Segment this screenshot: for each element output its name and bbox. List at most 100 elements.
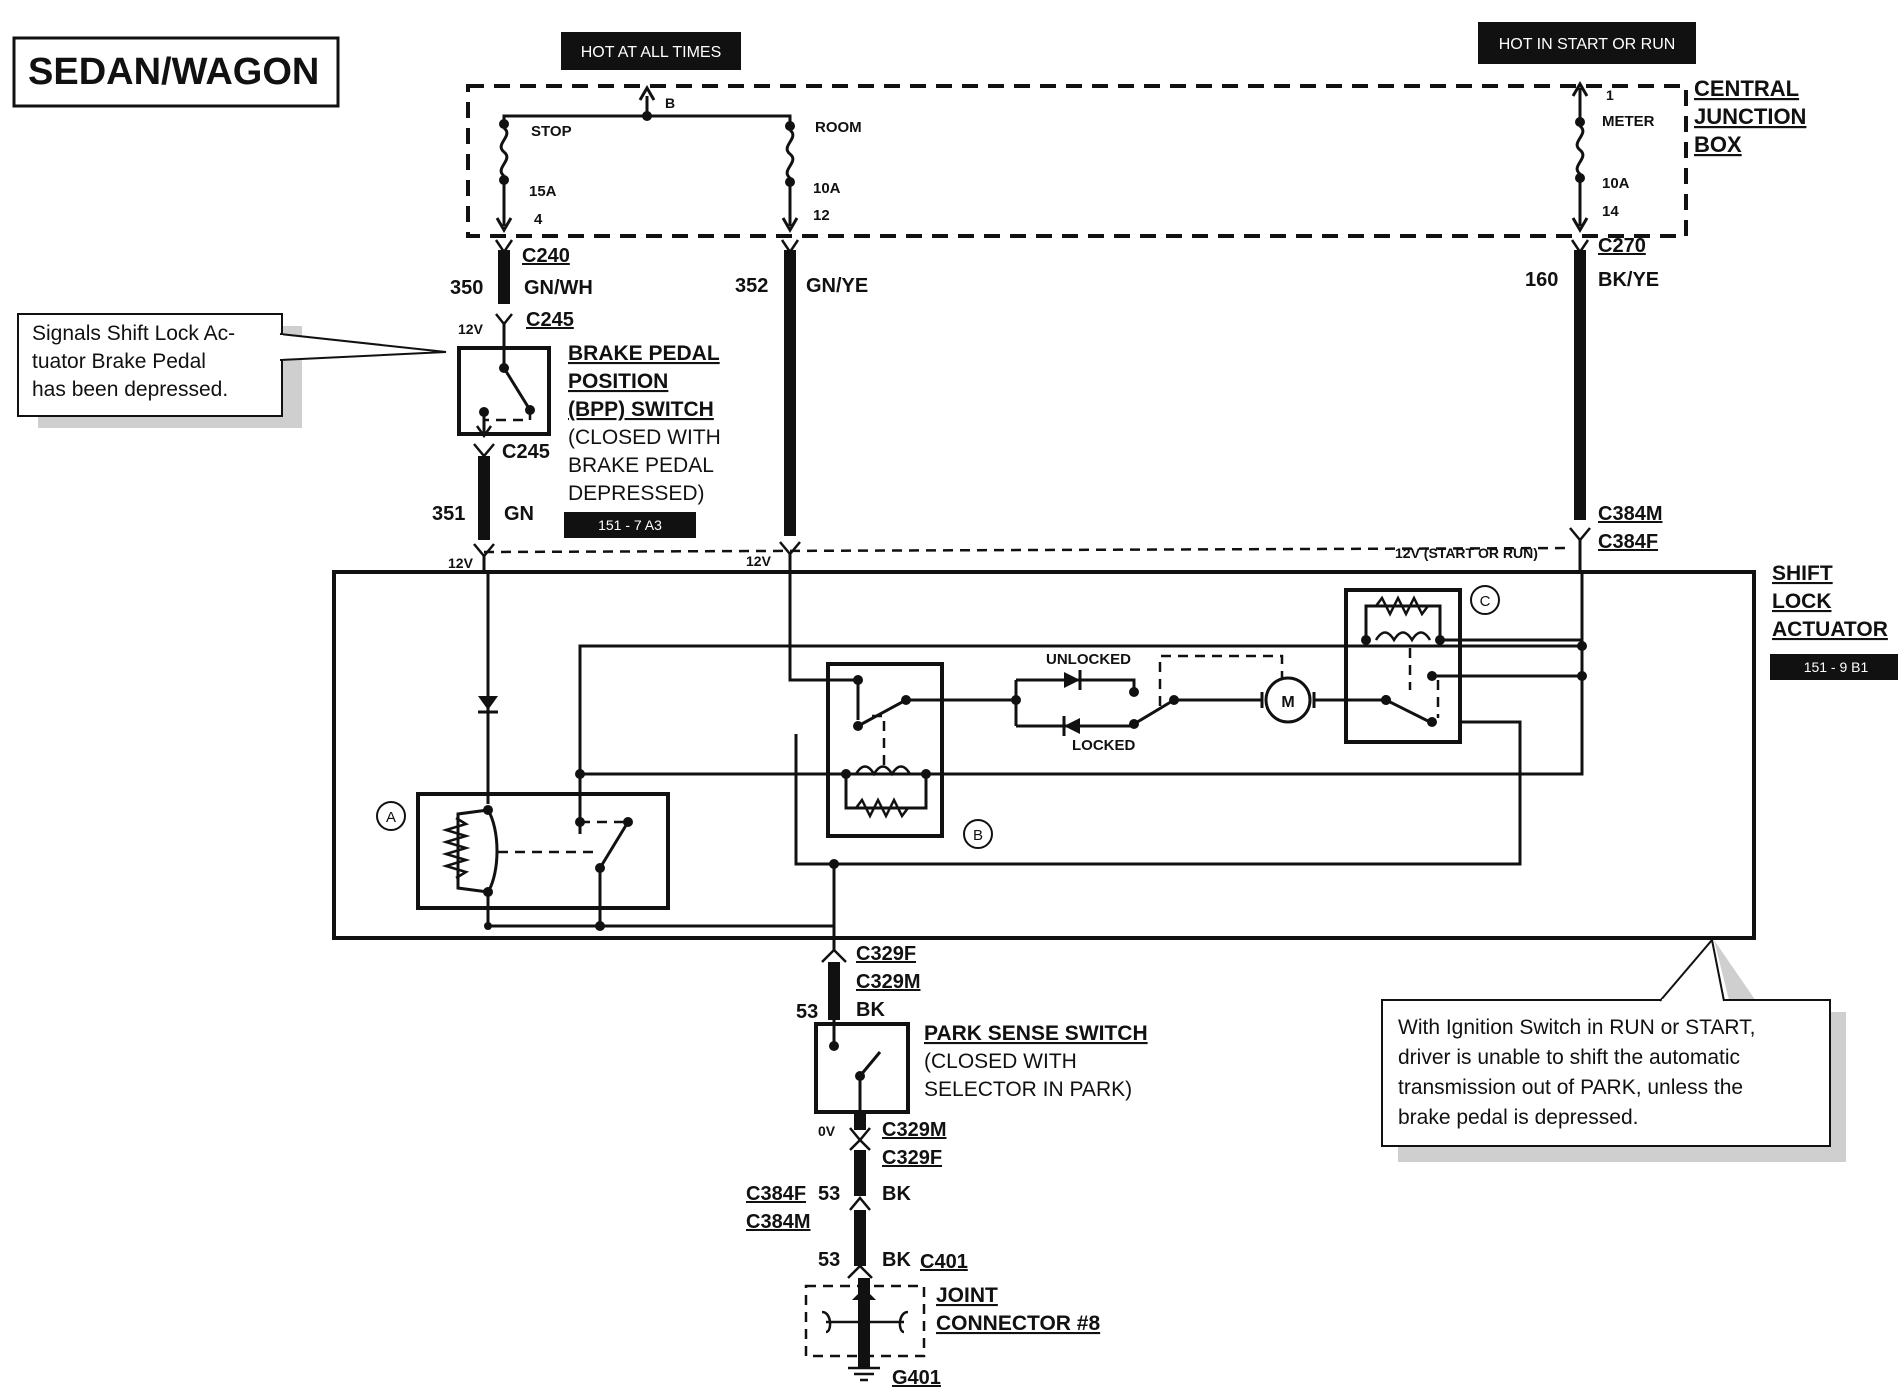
bpp-switch: BRAKE PEDAL POSITION (BPP) SWITCH (CLOSE… (457, 342, 721, 538)
svg-text:driver is unable to shift the: driver is unable to shift the automatic (1398, 1046, 1740, 1069)
svg-text:ACTUATOR: ACTUATOR (1772, 618, 1888, 641)
circuit-160: C270 160 BK/YE C384M C384F 12V (START OR… (1395, 235, 1662, 574)
svg-text:351: 351 (432, 503, 465, 525)
svg-text:12V (START OR RUN): 12V (START OR RUN) (1395, 545, 1538, 561)
svg-text:BK: BK (882, 1183, 911, 1205)
svg-text:10A: 10A (813, 180, 841, 197)
svg-text:BK: BK (882, 1249, 911, 1271)
svg-text:10A: 10A (1602, 175, 1630, 192)
svg-text:C384M: C384M (1598, 503, 1662, 525)
svg-text:has been depressed.: has been depressed. (32, 378, 228, 401)
svg-text:C240: C240 (522, 245, 570, 267)
svg-text:PARK SENSE SWITCH: PARK SENSE SWITCH (924, 1022, 1148, 1045)
svg-text:G401: G401 (892, 1367, 941, 1389)
svg-text:JUNCTION: JUNCTION (1694, 104, 1806, 129)
fuse-stop: STOP 15A 4 (495, 119, 572, 233)
svg-text:C: C (1480, 593, 1491, 610)
connector-c384-dashed-line (483, 546, 1573, 554)
actuator-ref-badge: 151 - 9 B1 (1770, 654, 1898, 680)
svg-text:SHIFT: SHIFT (1772, 562, 1833, 585)
svg-text:UNLOCKED: UNLOCKED (1046, 651, 1131, 668)
svg-text:C329M: C329M (856, 971, 920, 993)
circuit-53-lower: 0V C329M C329F C384F C384M 53 BK 53 BK C… (746, 1112, 968, 1279)
title-box: SEDAN/WAGON (12, 36, 340, 108)
svg-text:151 - 9 B1: 151 - 9 B1 (1804, 659, 1869, 675)
svg-text:C384M: C384M (746, 1211, 810, 1233)
callout-brake-signal: Signals Shift Lock Ac- tuator Brake Peda… (17, 313, 447, 428)
svg-text:C329F: C329F (882, 1147, 942, 1169)
relay-c: C (1344, 585, 1582, 744)
svg-text:BRAKE PEDAL: BRAKE PEDAL (568, 342, 720, 365)
svg-text:GN/YE: GN/YE (806, 275, 868, 297)
hot-in-start-or-run-label: HOT IN START OR RUN (1478, 22, 1696, 64)
svg-text:C270: C270 (1598, 235, 1646, 257)
svg-text:METER: METER (1602, 113, 1655, 130)
svg-text:JOINT: JOINT (936, 1284, 998, 1307)
svg-text:HOT IN START OR RUN: HOT IN START OR RUN (1499, 36, 1676, 53)
svg-text:(CLOSED WITH: (CLOSED WITH (568, 426, 721, 449)
svg-text:STOP: STOP (531, 123, 572, 140)
svg-text:C401: C401 (920, 1251, 968, 1273)
svg-text:352: 352 (735, 275, 768, 297)
bpp-ref-badge: 151 - 7 A3 (564, 512, 696, 538)
svg-text:C384F: C384F (1598, 531, 1658, 553)
svg-text:tuator Brake Pedal: tuator Brake Pedal (32, 350, 206, 373)
shift-lock-actuator: SHIFT LOCK ACTUATOR 151 - 9 B1 A (332, 562, 1898, 942)
svg-text:POSITION: POSITION (568, 370, 668, 393)
svg-text:(CLOSED WITH: (CLOSED WITH (924, 1050, 1077, 1073)
callout-shift-lock-info: With Ignition Switch in RUN or START, dr… (1381, 937, 1846, 1162)
svg-text:HOT AT ALL TIMES: HOT AT ALL TIMES (581, 44, 722, 61)
svg-text:BK/YE: BK/YE (1598, 269, 1659, 291)
fuse-room: ROOM 10A 12 (781, 119, 862, 233)
svg-text:12V: 12V (746, 553, 772, 569)
svg-text:151 - 7 A3: 151 - 7 A3 (598, 517, 662, 533)
fuse-meter: 1 METER 10A 14 (1571, 81, 1655, 233)
svg-text:53: 53 (796, 1001, 818, 1023)
svg-text:C245: C245 (502, 441, 550, 463)
svg-text:53: 53 (818, 1183, 840, 1205)
svg-text:15A: 15A (529, 183, 557, 200)
joint-connector-8: JOINT CONNECTOR #8 G401 (804, 1278, 1100, 1389)
svg-text:BOX: BOX (1694, 132, 1742, 157)
circuit-352: 352 GN/YE 12V (735, 239, 868, 574)
hot-at-all-times-label: HOT AT ALL TIMES (561, 32, 741, 70)
svg-text:B: B (973, 827, 983, 844)
svg-text:DEPRESSED): DEPRESSED) (568, 482, 705, 505)
svg-text:Signals Shift Lock Ac-: Signals Shift Lock Ac- (32, 322, 235, 345)
svg-text:160: 160 (1525, 269, 1558, 291)
svg-text:BK: BK (856, 999, 885, 1021)
svg-text:CENTRAL: CENTRAL (1694, 76, 1799, 101)
svg-text:C245: C245 (526, 309, 574, 331)
svg-text:53: 53 (818, 1249, 840, 1271)
relay-a: A (376, 792, 670, 931)
svg-text:transmission out of PARK, unle: transmission out of PARK, unless the (1398, 1076, 1743, 1099)
svg-text:LOCKED: LOCKED (1072, 737, 1136, 754)
circuit-351: C245 351 GN 12V (432, 441, 550, 574)
svg-text:brake pedal is depressed.: brake pedal is depressed. (1398, 1106, 1639, 1129)
circuit-53-upper: C329F C329M 53 BK (796, 938, 920, 1023)
svg-text:12V: 12V (448, 555, 474, 571)
svg-text:BRAKE PEDAL: BRAKE PEDAL (568, 454, 714, 477)
svg-text:0V: 0V (818, 1123, 836, 1139)
svg-text:12V: 12V (458, 321, 484, 337)
svg-text:GN/WH: GN/WH (524, 277, 593, 299)
svg-text:With Ignition Switch in RUN or: With Ignition Switch in RUN or START, (1398, 1016, 1756, 1039)
svg-text:C384F: C384F (746, 1183, 806, 1205)
svg-text:LOCK: LOCK (1772, 590, 1832, 613)
circuit-350: C240 350 GN/WH 12V C245 (450, 239, 593, 348)
lock-direction-diodes: UNLOCKED LOCKED (1011, 651, 1284, 754)
motor: M (1260, 676, 1391, 724)
svg-text:C329M: C329M (882, 1119, 946, 1141)
svg-text:SELECTOR IN PARK): SELECTOR IN PARK) (924, 1078, 1132, 1101)
svg-text:ROOM: ROOM (815, 119, 862, 136)
svg-text:350: 350 (450, 277, 483, 299)
central-junction-box: CENTRAL JUNCTION BOX B STOP 15A 4 ROOM (466, 76, 1806, 238)
svg-text:(BPP) SWITCH: (BPP) SWITCH (568, 398, 714, 421)
svg-text:GN: GN (504, 503, 534, 525)
park-sense-switch: PARK SENSE SWITCH (CLOSED WITH SELECTOR … (814, 1020, 1148, 1114)
svg-text:A: A (386, 809, 396, 826)
svg-text:14: 14 (1602, 203, 1619, 220)
svg-text:B: B (665, 95, 675, 111)
svg-text:1: 1 (1606, 87, 1614, 103)
